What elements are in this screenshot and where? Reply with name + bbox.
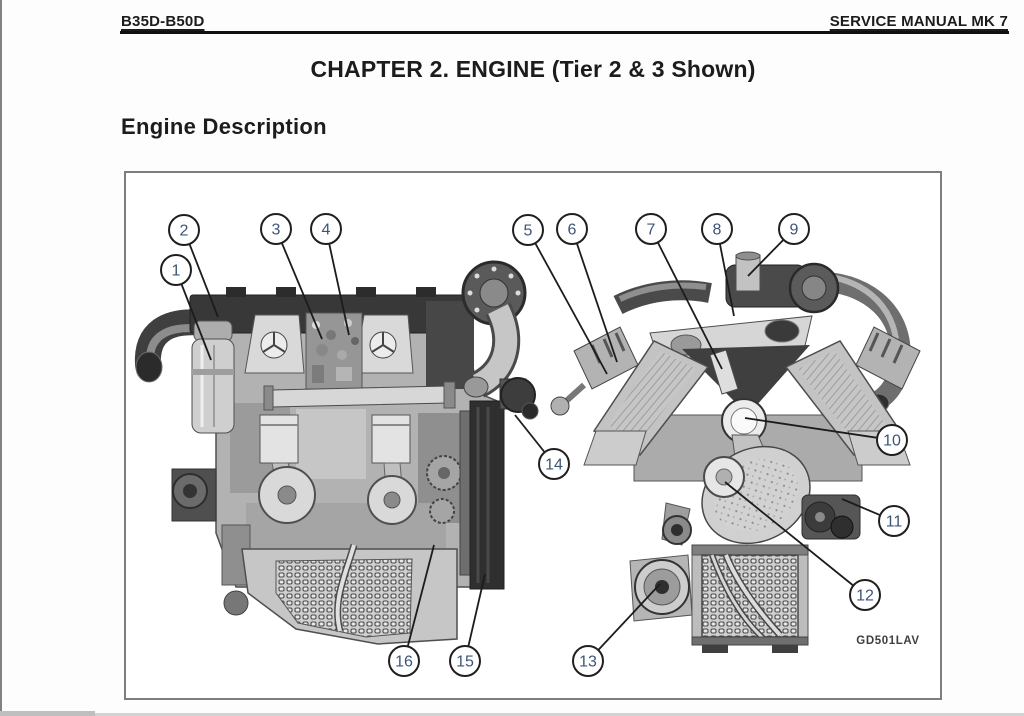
callout-circle: [512, 214, 544, 246]
callout-number: 1: [172, 263, 181, 280]
callout-circle: [388, 645, 420, 677]
callout-leader-line: [175, 269, 212, 361]
callout-leader-line: [527, 229, 608, 375]
callout-number: 16: [395, 654, 413, 671]
callout-number: 5: [524, 223, 533, 240]
callout-8: 8: [701, 213, 735, 317]
callout-circle: [538, 448, 570, 480]
bottom-edge-band: [0, 713, 1024, 716]
callout-circle: [876, 424, 908, 456]
callout-circle: [849, 579, 881, 611]
callout-leader-line: [724, 481, 866, 596]
callout-11: 11: [841, 498, 910, 537]
callout-number: 6: [568, 222, 577, 239]
callout-number: 4: [322, 222, 331, 239]
header-rule: [120, 31, 1009, 34]
left-engine-illustration: [134, 260, 539, 645]
page-left-edge-line: [0, 0, 2, 716]
figure-code: GD501LAV: [856, 635, 919, 647]
callout-number: 8: [713, 222, 722, 239]
callout-circle: [556, 213, 588, 245]
section-heading: Engine Description: [121, 114, 327, 139]
callout-15: 15: [449, 573, 486, 677]
callout-2: 2: [168, 214, 219, 318]
callout-leader-line: [744, 417, 893, 441]
callout-number: 13: [579, 654, 597, 671]
callout-16: 16: [388, 544, 435, 677]
callout-number: 14: [545, 457, 563, 474]
callout-number: 9: [790, 222, 799, 239]
callout-number: 3: [272, 222, 281, 239]
callout-circle: [778, 213, 810, 245]
callout-13: 13: [572, 583, 661, 677]
callout-7: 7: [635, 213, 723, 370]
callout-circle: [449, 645, 481, 677]
callout-leader-line: [650, 228, 723, 370]
callout-10: 10: [744, 417, 908, 456]
callout-number: 2: [180, 223, 189, 240]
callout-3: 3: [260, 213, 323, 340]
callout-circle: [635, 213, 667, 245]
callout-circle: [572, 645, 604, 677]
callout-leader-line: [571, 228, 618, 363]
header-model-code: B35D-B50D: [121, 13, 205, 30]
callout-number: 15: [456, 654, 474, 671]
callout-4: 4: [310, 213, 350, 336]
callout-leader-line: [275, 228, 323, 340]
callout-number: 7: [647, 222, 656, 239]
callout-circle: [168, 214, 200, 246]
callout-leader-line: [403, 544, 435, 662]
chapter-title: CHAPTER 2. ENGINE (Tier 2 & 3 Shown): [310, 56, 756, 82]
callout-leader-line: [325, 228, 350, 336]
callout-circle: [878, 505, 910, 537]
callout-leader-line: [587, 583, 661, 662]
callout-14: 14: [514, 414, 570, 480]
callout-circle: [701, 213, 733, 245]
callout-9: 9: [747, 213, 810, 277]
bottom-edge-band-left: [0, 711, 95, 716]
callout-number: 11: [886, 514, 903, 531]
callout-circle: [260, 213, 292, 245]
callout-5: 5: [512, 214, 608, 375]
callout-circle: [310, 213, 342, 245]
callout-12: 12: [724, 481, 881, 611]
callout-1: 1: [160, 254, 212, 361]
page-header: B35D-B50D SERVICE MANUAL MK 7: [121, 13, 1008, 30]
callout-6: 6: [556, 213, 618, 363]
callout-number: 10: [883, 433, 901, 450]
callout-number: 12: [856, 588, 874, 605]
callout-circle: [160, 254, 192, 286]
right-engine-illustration: [550, 251, 921, 653]
header-manual-title: SERVICE MANUAL MK 7: [829, 13, 1008, 30]
